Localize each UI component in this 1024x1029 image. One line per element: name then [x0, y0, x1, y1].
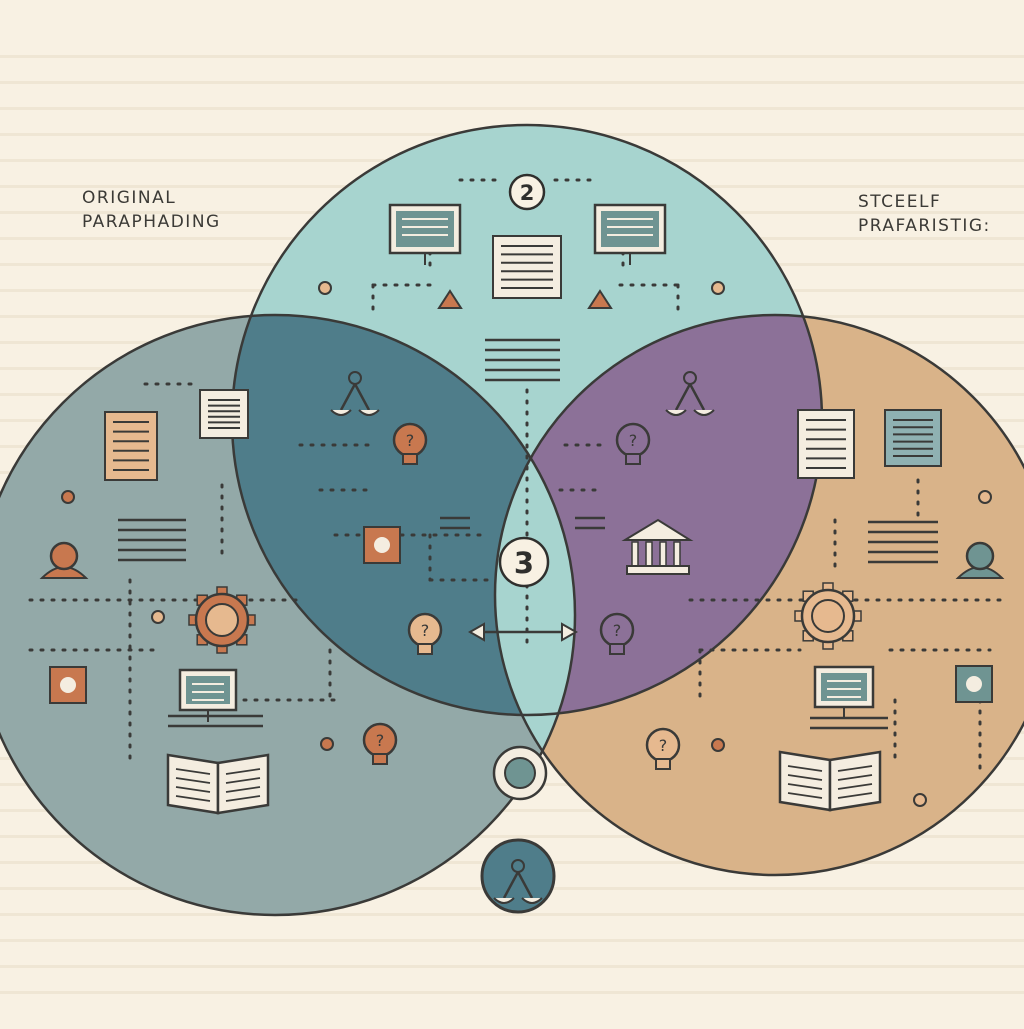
lightbulb-question-icon: ?: [645, 727, 681, 770]
gear-question-icon: [188, 586, 256, 654]
text-lines-icon: [168, 714, 263, 728]
badge-center: 3: [498, 536, 550, 588]
text-lines-icon: [810, 716, 888, 730]
scales-icon: [330, 371, 380, 416]
warning-triangle-icon: [587, 289, 613, 309]
svg-text:?: ?: [613, 621, 622, 640]
puzzle-icon: [955, 665, 993, 703]
badge-top-number: 2: [520, 181, 535, 205]
document-icon: [797, 409, 855, 479]
lightbulb-question-icon: ?: [392, 422, 428, 465]
text-lines-icon: [440, 516, 470, 530]
label-left-line-2: PARAPHADING: [82, 212, 221, 232]
monitor-icon: [388, 203, 462, 265]
double-arrow-icon: [467, 622, 579, 642]
badge-icon: [39, 541, 89, 579]
dot-icon: [61, 490, 75, 504]
dot-icon: [318, 281, 332, 295]
document-icon: [199, 389, 249, 439]
warning-triangle-icon: [437, 289, 463, 309]
gear-question-icon: [794, 582, 862, 650]
lightbulb-question-icon: ?: [599, 612, 635, 655]
lightbulb-question-icon: ?: [362, 722, 398, 765]
book-icon: [778, 750, 882, 812]
dot-icon: [978, 490, 992, 504]
label-right-line-2: PRAFARISTIG:: [858, 216, 991, 236]
bottom-badge: [480, 838, 556, 914]
label-left-line-1: ORIGINAL: [82, 188, 177, 208]
badge-icon: [955, 541, 1005, 579]
document-icon: [104, 411, 158, 481]
badge-top: 2: [508, 173, 546, 211]
label-right: STCEELF PRAFARISTIG:: [858, 190, 991, 238]
svg-text:?: ?: [629, 431, 638, 450]
badge-center-number: 3: [514, 546, 534, 580]
scales-icon: [665, 371, 715, 416]
dot-icon: [320, 737, 334, 751]
monitor-icon: [178, 668, 238, 722]
lightbulb-question-icon: ?: [615, 422, 651, 465]
text-lines-icon: [485, 338, 560, 382]
target-icon: [492, 745, 548, 801]
dot-icon: [711, 281, 725, 295]
svg-text:?: ?: [376, 731, 385, 750]
svg-text:?: ?: [406, 431, 415, 450]
text-lines-icon: [575, 516, 605, 530]
courthouse-icon: [621, 518, 694, 575]
dot-icon: [711, 738, 725, 752]
dot-icon: [151, 610, 165, 624]
monitor-icon: [593, 203, 667, 265]
label-right-line-1: STCEELF: [858, 192, 942, 212]
book-icon: [166, 753, 270, 815]
monitor-icon: [813, 665, 875, 719]
puzzle-icon: [49, 666, 87, 704]
label-left: ORIGINAL PARAPHADING: [82, 186, 221, 234]
svg-text:?: ?: [421, 621, 430, 640]
text-lines-icon: [868, 520, 938, 564]
document-icon: [884, 409, 942, 467]
scales-icon: [493, 859, 543, 904]
book-icon: [492, 235, 562, 299]
text-lines-icon: [118, 518, 186, 562]
svg-text:?: ?: [659, 736, 668, 755]
dot-icon: [913, 793, 927, 807]
badge-icon: [363, 526, 401, 564]
lightbulb-question-icon: ?: [407, 612, 443, 655]
